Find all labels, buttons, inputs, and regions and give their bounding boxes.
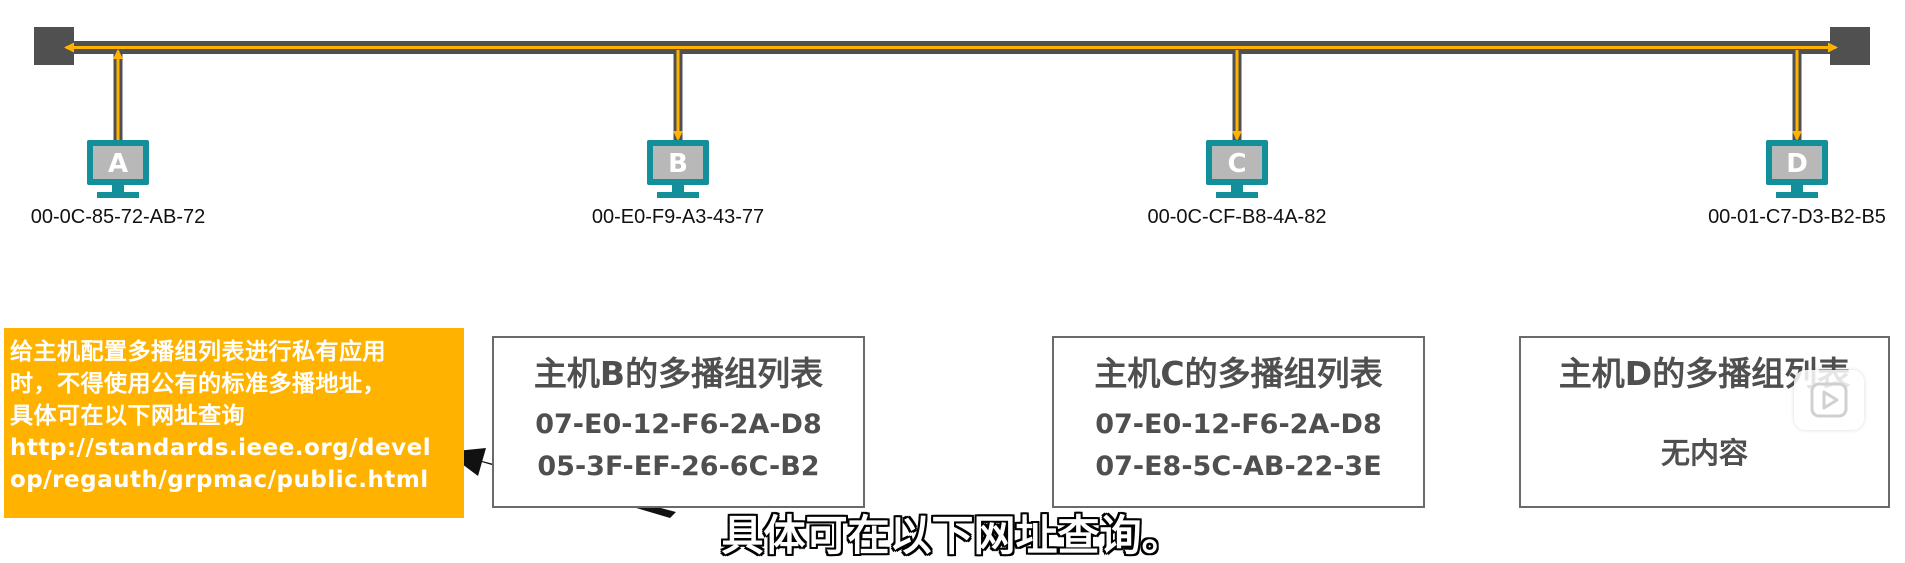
host-c: C xyxy=(1206,140,1268,198)
video-subtitle: 具体可在以下网址查询。 xyxy=(721,511,1184,560)
monitor-icon xyxy=(647,140,709,198)
play-button[interactable] xyxy=(1794,370,1864,430)
list-entry: 07-E8-5C-AB-22-3E xyxy=(1095,451,1382,482)
note-line: http://standards.ieee.org/devel xyxy=(10,435,432,461)
mac-address-d: 00-01-C7-D3-B2-B5 xyxy=(1708,206,1886,228)
note-line: 具体可在以下网址查询 xyxy=(10,403,245,429)
list-entry: 07-E0-12-F6-2A-D8 xyxy=(535,409,822,440)
list-entry: 05-3F-EF-26-6C-B2 xyxy=(537,451,820,482)
mac-address-b: 00-E0-F9-A3-43-77 xyxy=(591,206,765,228)
play-icon xyxy=(1810,382,1848,418)
host-letter: D xyxy=(1786,149,1808,179)
list-title: 主机B的多播组列表 xyxy=(533,354,824,393)
list-title: 主机C的多播组列表 xyxy=(1094,354,1383,393)
list-entry: 07-E0-12-F6-2A-D8 xyxy=(1095,409,1382,440)
list-empty-text: 无内容 xyxy=(1660,436,1748,470)
host-a: A xyxy=(87,140,149,198)
host-letter: A xyxy=(108,149,128,179)
note-line: 给主机配置多播组列表进行私有应用 xyxy=(10,339,386,365)
multicast-list-c: 主机C的多播组列表 07-E0-12-F6-2A-D8 07-E8-5C-AB-… xyxy=(1052,336,1425,508)
monitor-icon xyxy=(87,140,149,198)
host-letter: B xyxy=(668,149,688,179)
monitor-icon xyxy=(1766,140,1828,198)
host-letter: C xyxy=(1227,149,1246,179)
monitor-icon xyxy=(1206,140,1268,198)
mac-address-a: 00-0C-85-72-AB-72 xyxy=(30,206,206,228)
note-line: 时，不得使用公有的标准多播地址， xyxy=(10,371,386,397)
host-d: D xyxy=(1766,140,1828,198)
mac-address-c: 00-0C-CF-B8-4A-82 xyxy=(1147,206,1327,228)
multicast-list-b: 主机B的多播组列表 07-E0-12-F6-2A-D8 05-3F-EF-26-… xyxy=(492,336,865,508)
host-b: B xyxy=(647,140,709,198)
annotation-note: 给主机配置多播组列表进行私有应用 时，不得使用公有的标准多播地址， 具体可在以下… xyxy=(4,328,464,518)
note-line: op/regauth/grpmac/public.html xyxy=(10,467,429,493)
